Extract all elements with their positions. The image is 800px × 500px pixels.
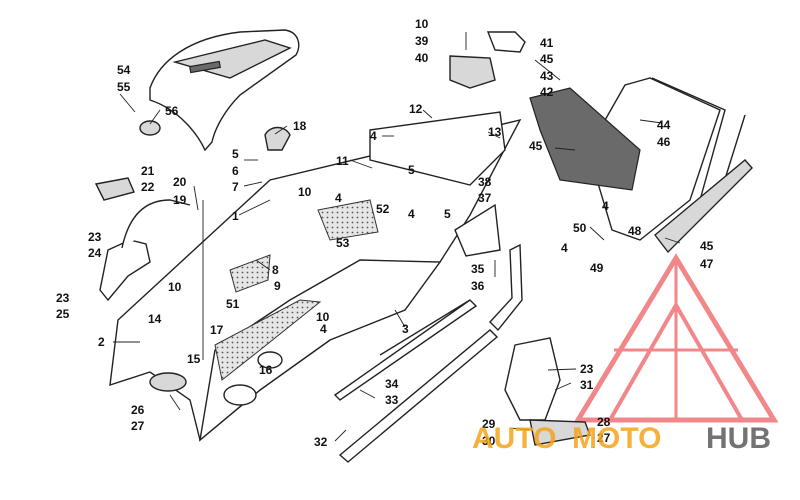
callout-42: 42 xyxy=(540,85,554,99)
leader-lines xyxy=(113,32,681,442)
callout-5: 5 xyxy=(232,147,239,161)
callout-4: 4 xyxy=(370,129,377,143)
callout-53: 53 xyxy=(336,236,350,250)
callout-4d: 4 xyxy=(561,241,568,255)
callout-27b: 27 xyxy=(597,431,611,445)
callout-39: 39 xyxy=(415,34,429,48)
callout-40: 40 xyxy=(415,51,429,65)
callout-35: 35 xyxy=(471,262,485,276)
callout-23: 23 xyxy=(88,230,102,244)
callout-23c: 23 xyxy=(580,362,594,376)
callout-24: 24 xyxy=(88,246,102,260)
callout-23b: 23 xyxy=(56,291,70,305)
callout-41: 41 xyxy=(540,36,554,50)
callout-50: 50 xyxy=(573,221,587,235)
callout-4e: 4 xyxy=(602,199,609,213)
bracket-21 xyxy=(94,177,135,201)
callout-56: 56 xyxy=(165,104,179,118)
tunnel-frame xyxy=(109,111,522,442)
callout-18: 18 xyxy=(293,119,307,133)
callout-10c: 10 xyxy=(316,310,330,324)
callout-32: 32 xyxy=(314,435,328,449)
callout-49: 49 xyxy=(590,261,604,275)
callout-5c: 5 xyxy=(444,207,451,221)
callout-19: 19 xyxy=(173,193,187,207)
callout-43: 43 xyxy=(540,69,554,83)
callout-1: 1 xyxy=(232,209,239,223)
callout-4c: 4 xyxy=(408,207,415,221)
watermark-text: AUTO MOTO HUB xyxy=(472,422,771,455)
callout-26: 26 xyxy=(131,403,145,417)
callout-31: 31 xyxy=(580,378,594,392)
callout-36: 36 xyxy=(471,279,485,293)
callout-37: 37 xyxy=(478,191,492,205)
callout-12: 12 xyxy=(409,102,423,116)
callout-30: 30 xyxy=(482,434,496,448)
callout-13: 13 xyxy=(488,125,502,139)
callout-47: 47 xyxy=(700,257,714,271)
step-pad xyxy=(149,372,187,392)
rail-tubes xyxy=(333,299,499,463)
skid-plate xyxy=(504,337,591,446)
callout-55: 55 xyxy=(117,80,131,94)
callout-21: 21 xyxy=(141,164,155,178)
callout-10b: 10 xyxy=(168,280,182,294)
callout-5b: 5 xyxy=(408,163,415,177)
callout-33: 33 xyxy=(385,393,399,407)
callout-48: 48 xyxy=(628,224,642,238)
callout-45c: 45 xyxy=(700,239,714,253)
grab-handle-24 xyxy=(99,239,151,302)
callout-46: 46 xyxy=(657,135,671,149)
callout-6: 6 xyxy=(232,164,239,178)
chain-36 xyxy=(489,243,523,332)
callout-3: 3 xyxy=(402,322,409,336)
callout-10: 10 xyxy=(298,185,312,199)
side-panel xyxy=(454,203,501,257)
callout-4b: 4 xyxy=(335,191,342,205)
watermark-moto: MOTO xyxy=(572,422,661,455)
callout-45: 45 xyxy=(540,52,554,66)
callout-44: 44 xyxy=(657,118,671,132)
callout-34: 34 xyxy=(385,377,399,391)
callout-9: 9 xyxy=(274,279,281,293)
watermark-auto: AUTO xyxy=(472,422,556,455)
callout-8: 8 xyxy=(272,263,279,277)
watermark-logo xyxy=(573,253,779,423)
callout-52: 52 xyxy=(376,202,390,216)
callout-20: 20 xyxy=(173,175,187,189)
callout-54: 54 xyxy=(117,63,131,77)
callout-10d: 10 xyxy=(415,17,429,31)
callout-27: 27 xyxy=(131,419,145,433)
grab-bar-22 xyxy=(121,199,191,249)
callout-25: 25 xyxy=(56,307,70,321)
rear-rack xyxy=(587,77,753,254)
callout-28: 28 xyxy=(597,415,611,429)
callout-45b: 45 xyxy=(529,139,543,153)
callout-7: 7 xyxy=(232,180,239,194)
callout-29: 29 xyxy=(482,417,496,431)
callout-38: 38 xyxy=(478,175,492,189)
taillight xyxy=(449,31,641,191)
callout-4f: 4 xyxy=(320,322,327,336)
callout-11: 11 xyxy=(336,154,349,168)
callout-labels: 1 2 3 4 4 4 4 4 4 5 5 5 6 7 8 9 10 10 10… xyxy=(56,17,714,449)
callout-22: 22 xyxy=(141,180,155,194)
callout-16: 16 xyxy=(259,363,273,377)
watermark-hub: HUB xyxy=(706,422,771,455)
callout-15: 15 xyxy=(187,352,201,366)
callout-17: 17 xyxy=(210,323,224,337)
seat-assembly xyxy=(139,29,300,152)
callout-51: 51 xyxy=(226,297,240,311)
knee-pad xyxy=(264,126,291,151)
callout-14: 14 xyxy=(148,312,162,326)
callout-2: 2 xyxy=(98,335,105,349)
